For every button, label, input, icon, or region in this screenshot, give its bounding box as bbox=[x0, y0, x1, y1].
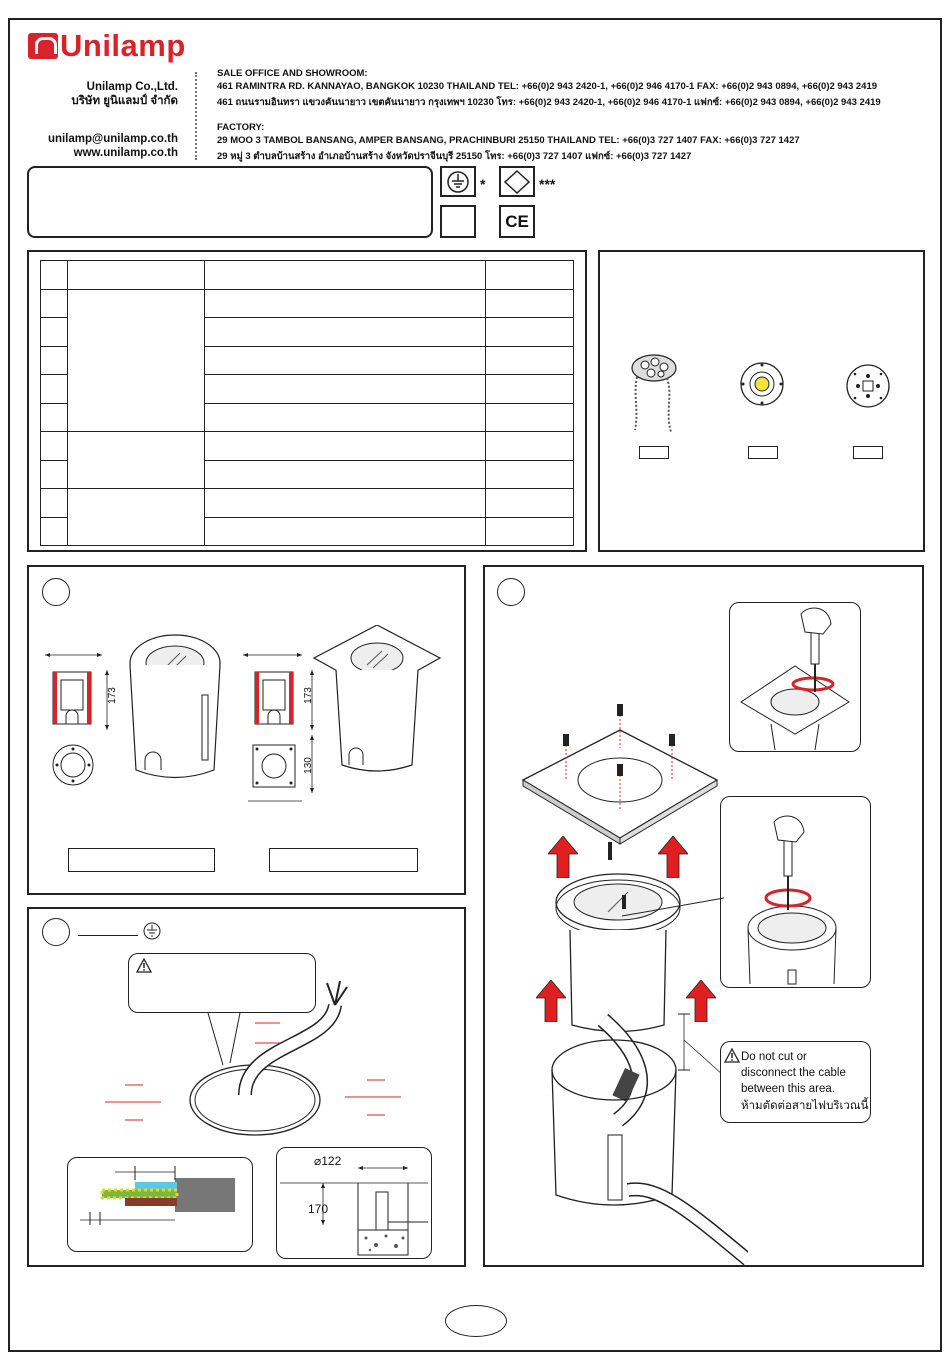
lift-arrow-icon bbox=[548, 836, 578, 878]
square-height-label: 173 bbox=[302, 687, 314, 704]
cable-warning-box bbox=[720, 1041, 871, 1123]
lift-arrow-icon bbox=[536, 980, 566, 1022]
dimensions-panel bbox=[27, 565, 466, 895]
inset-leader-lines bbox=[621, 897, 725, 917]
round-height-label: 173 bbox=[106, 687, 118, 704]
warning-icon bbox=[136, 958, 152, 973]
lift-arrow-icon bbox=[686, 980, 716, 1022]
earth-note: * bbox=[480, 176, 486, 192]
round-model-label-box bbox=[68, 848, 215, 872]
company-name-th: บริษัท ยูนิแลมป์ จำกัด bbox=[71, 95, 178, 107]
factory-address-en: 29 MOO 3 TAMBOL BANSANG, AMPER BANSANG, … bbox=[217, 135, 800, 146]
part-label-2 bbox=[748, 446, 778, 459]
diamond-icon bbox=[503, 169, 531, 194]
screwdriver-round-drawing bbox=[747, 815, 837, 985]
part-label-1 bbox=[639, 446, 669, 459]
wiring-drawing bbox=[105, 980, 401, 1136]
step-1-circle bbox=[42, 578, 70, 606]
table-row bbox=[40, 431, 574, 489]
hole-diameter-label: ⌀122 bbox=[314, 1154, 342, 1168]
spec-table bbox=[40, 260, 574, 546]
table-row bbox=[40, 260, 574, 290]
unilamp-logo-icon bbox=[28, 33, 58, 59]
hole-depth-label: 170 bbox=[308, 1202, 329, 1216]
cable-warning-thai: ห้ามตัดต่อสายไฟบริเวณนี้ bbox=[741, 1100, 869, 1112]
table-row bbox=[40, 374, 574, 404]
product-name-box bbox=[27, 166, 433, 238]
ce-mark: CE bbox=[499, 205, 535, 238]
spec-panel bbox=[27, 250, 587, 552]
sales-address-th: 461 ถนนรามอินทรา แขวงคันนายาว เขตคันนายา… bbox=[217, 97, 881, 108]
factory-heading: FACTORY: bbox=[217, 122, 265, 133]
page-number-oval bbox=[445, 1305, 507, 1337]
screwdriver-square-drawing bbox=[740, 607, 850, 750]
company-name-en: Unilamp Co.,Ltd. bbox=[86, 81, 178, 93]
sales-heading: SALE OFFICE AND SHOWROOM: bbox=[217, 68, 368, 79]
company-email: unilamp@unilamp.co.th bbox=[47, 133, 178, 145]
square-width-label: 130 bbox=[302, 757, 314, 774]
blank-symbol-box bbox=[440, 205, 476, 238]
wiring-warning-box bbox=[128, 953, 316, 1013]
sales-address-en: 461 RAMINTRA RD. KANNAYAO, BANGKOK 10230… bbox=[217, 81, 878, 92]
lift-arrow-icon bbox=[658, 836, 688, 878]
table-row bbox=[40, 516, 574, 546]
assembly-panel bbox=[483, 565, 924, 1267]
diamond-symbol-box bbox=[499, 166, 535, 197]
earth-icon bbox=[143, 922, 161, 940]
cable-strip-drawing bbox=[80, 1166, 235, 1225]
earth-line bbox=[78, 935, 138, 936]
wiring-panel bbox=[27, 907, 466, 1267]
brand-logo-text: Unilamp bbox=[60, 28, 186, 63]
header-separator bbox=[195, 72, 197, 160]
table-row bbox=[40, 402, 574, 432]
lamp-front-icon bbox=[740, 362, 784, 406]
square-ring-exploded-drawing bbox=[521, 704, 719, 845]
cable-warning-line1: Do not cut or bbox=[741, 1051, 807, 1063]
table-row bbox=[40, 488, 574, 546]
part-label-3 bbox=[853, 446, 883, 459]
parts-panel bbox=[598, 250, 925, 552]
lamp-back-icon bbox=[846, 364, 890, 408]
hole-drawing bbox=[280, 1166, 428, 1256]
earth-icon bbox=[447, 170, 469, 193]
cable-warning-line2: disconnect the cable bbox=[741, 1067, 846, 1079]
earth-symbol-box bbox=[440, 166, 476, 197]
housing-drawing bbox=[551, 1013, 748, 1265]
dimension-drawing bbox=[45, 625, 442, 802]
factory-address-th: 29 หมู่ 3 ตำบลบ้านสร้าง อำเภอบ้านสร้าง จ… bbox=[217, 151, 692, 162]
table-row bbox=[40, 288, 574, 432]
hole-dimension-box bbox=[276, 1147, 432, 1259]
company-website: www.unilamp.co.th bbox=[73, 147, 178, 159]
lamp-body-drawing bbox=[555, 842, 681, 1033]
square-model-label-box bbox=[269, 848, 418, 872]
table-row bbox=[40, 459, 574, 489]
page-frame bbox=[8, 18, 942, 1352]
step-3-circle bbox=[42, 918, 70, 946]
cable-warning-line3: between this area. bbox=[741, 1083, 835, 1095]
step-2-circle bbox=[497, 578, 525, 606]
diamond-note: *** bbox=[539, 176, 556, 192]
warning-icon bbox=[724, 1048, 740, 1063]
led-module-icon bbox=[631, 354, 677, 433]
